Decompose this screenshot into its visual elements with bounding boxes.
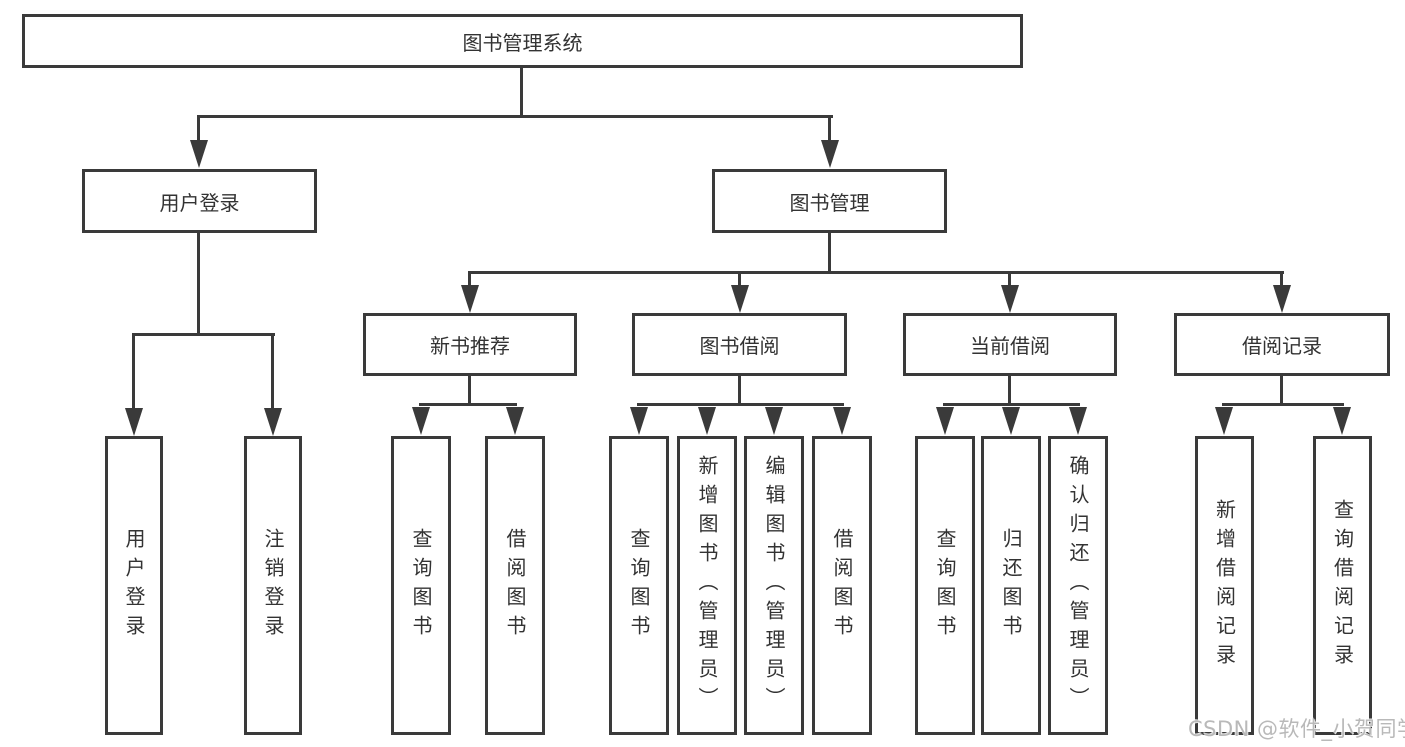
connector-root-left-drop <box>197 115 200 143</box>
arrowhead-to-book-management <box>821 140 839 168</box>
arrowhead-borrow-leaf-4 <box>833 407 851 435</box>
arrowhead-recommend-leaf-1 <box>412 407 430 435</box>
arrowhead-recommend-leaf-2 <box>506 407 524 435</box>
connector-borrow-horizontal <box>637 403 844 406</box>
arrowhead-to-leaf-user-login <box>125 408 143 436</box>
connector-mgmt-drop-2 <box>738 271 741 288</box>
leaf-user-login: 用户登录 <box>105 436 163 735</box>
node-new-book-recommend: 新书推荐 <box>363 313 577 376</box>
connector-mgmt-drop-1 <box>468 271 471 288</box>
connector-mgmt-drop-4 <box>1280 271 1283 288</box>
leaf-records-query-record: 查询借阅记录 <box>1313 436 1372 735</box>
arrowhead-to-new-book-recommend <box>461 285 479 313</box>
connector-current-stem <box>1008 376 1011 406</box>
node-book-management: 图书管理 <box>712 169 947 233</box>
node-current-borrow: 当前借阅 <box>903 313 1117 376</box>
arrowhead-records-leaf-2 <box>1333 407 1351 435</box>
leaf-recommend-borrow-books: 借阅图书 <box>485 436 545 735</box>
node-library-management-system: 图书管理系统 <box>22 14 1023 68</box>
leaf-current-confirm-return-admin: 确认归还（管理员） <box>1048 436 1108 735</box>
connector-root-horizontal <box>197 115 833 118</box>
connector-root-right-drop <box>828 115 831 143</box>
connector-records-stem <box>1280 376 1283 406</box>
arrowhead-to-borrow-records <box>1273 285 1291 313</box>
leaf-borrow-borrow-books: 借阅图书 <box>812 436 872 735</box>
connector-login-right-drop <box>271 333 274 410</box>
connector-borrow-stem <box>738 376 741 406</box>
connector-login-left-drop <box>132 333 135 410</box>
connector-mgmt-horizontal <box>468 271 1284 274</box>
arrowhead-records-leaf-1 <box>1215 407 1233 435</box>
connector-mgmt-stem <box>828 233 831 274</box>
arrowhead-current-leaf-1 <box>936 407 954 435</box>
arrowhead-current-leaf-3 <box>1069 407 1087 435</box>
arrowhead-current-leaf-2 <box>1002 407 1020 435</box>
leaf-borrow-edit-books-admin: 编辑图书（管理员） <box>744 436 804 735</box>
leaf-borrow-query-books: 查询图书 <box>609 436 669 735</box>
connector-recommend-stem <box>468 376 471 406</box>
arrowhead-borrow-leaf-1 <box>630 407 648 435</box>
arrowhead-to-leaf-logout <box>264 408 282 436</box>
connector-login-stem <box>197 233 200 336</box>
leaf-records-add-record: 新增借阅记录 <box>1195 436 1254 735</box>
leaf-recommend-query-books: 查询图书 <box>391 436 451 735</box>
connector-current-horizontal <box>943 403 1080 406</box>
arrowhead-borrow-leaf-2 <box>698 407 716 435</box>
csdn-watermark: CSDN @软件_小贺同学 <box>1188 717 1405 741</box>
connector-root-stem <box>520 68 523 118</box>
connector-recommend-horizontal <box>419 403 517 406</box>
node-borrow-records: 借阅记录 <box>1174 313 1390 376</box>
leaf-current-query-books: 查询图书 <box>915 436 975 735</box>
arrowhead-to-current-borrow <box>1001 285 1019 313</box>
node-book-borrow: 图书借阅 <box>632 313 847 376</box>
connector-login-horizontal <box>132 333 275 336</box>
arrowhead-borrow-leaf-3 <box>765 407 783 435</box>
arrowhead-to-book-borrow <box>731 285 749 313</box>
node-user-login: 用户登录 <box>82 169 317 233</box>
connector-records-horizontal <box>1222 403 1344 406</box>
arrowhead-to-user-login <box>190 140 208 168</box>
leaf-borrow-add-books-admin: 新增图书（管理员） <box>677 436 737 735</box>
connector-mgmt-drop-3 <box>1008 271 1011 288</box>
leaf-logout-login: 注销登录 <box>244 436 302 735</box>
leaf-current-return-books: 归还图书 <box>981 436 1041 735</box>
